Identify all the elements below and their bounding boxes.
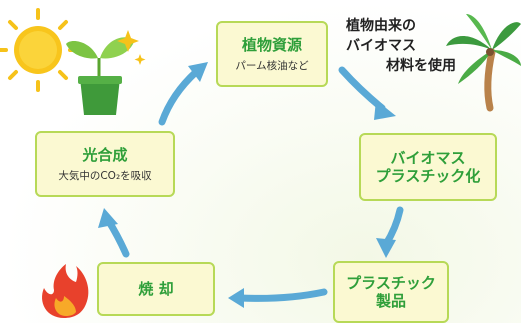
plant-resource-title: 植物資源 (241, 35, 302, 54)
incineration-title: 焼 却 (138, 280, 174, 298)
sparkle-icon (117, 30, 146, 65)
biomass-note: 植物由来の バイオマス 材料を使用 (346, 16, 456, 76)
product-line1: プラスチック (346, 274, 436, 292)
photosynthesis-title: 光合成 (82, 145, 128, 164)
bioplastic-line2: プラスチック化 (375, 167, 481, 185)
plant-resource-box: 植物資源 パーム核油など (216, 21, 328, 87)
photosynthesis-subtitle: 大気中のCO₂を吸収 (58, 169, 152, 182)
note-line2: バイオマス (346, 38, 416, 54)
bioplastic-line1: バイオマス (390, 149, 466, 167)
photosynthesis-box: 光合成 大気中のCO₂を吸収 (35, 131, 175, 197)
sun-icon (0, 8, 80, 92)
bioplastic-box: バイオマス プラスチック化 (359, 133, 497, 201)
fire-icon (42, 264, 89, 318)
plastic-product-box: プラスチック 製品 (333, 261, 449, 323)
seedling-pot-icon (66, 37, 134, 115)
palm-tree-icon (446, 14, 521, 112)
note-line1: 植物由来の (346, 18, 416, 34)
plant-resource-subtitle: パーム核油など (235, 59, 309, 72)
note-line3: 材料を使用 (386, 58, 456, 74)
incineration-box: 焼 却 (97, 262, 215, 316)
product-line2: 製品 (375, 292, 406, 310)
arrowheads (98, 62, 396, 308)
